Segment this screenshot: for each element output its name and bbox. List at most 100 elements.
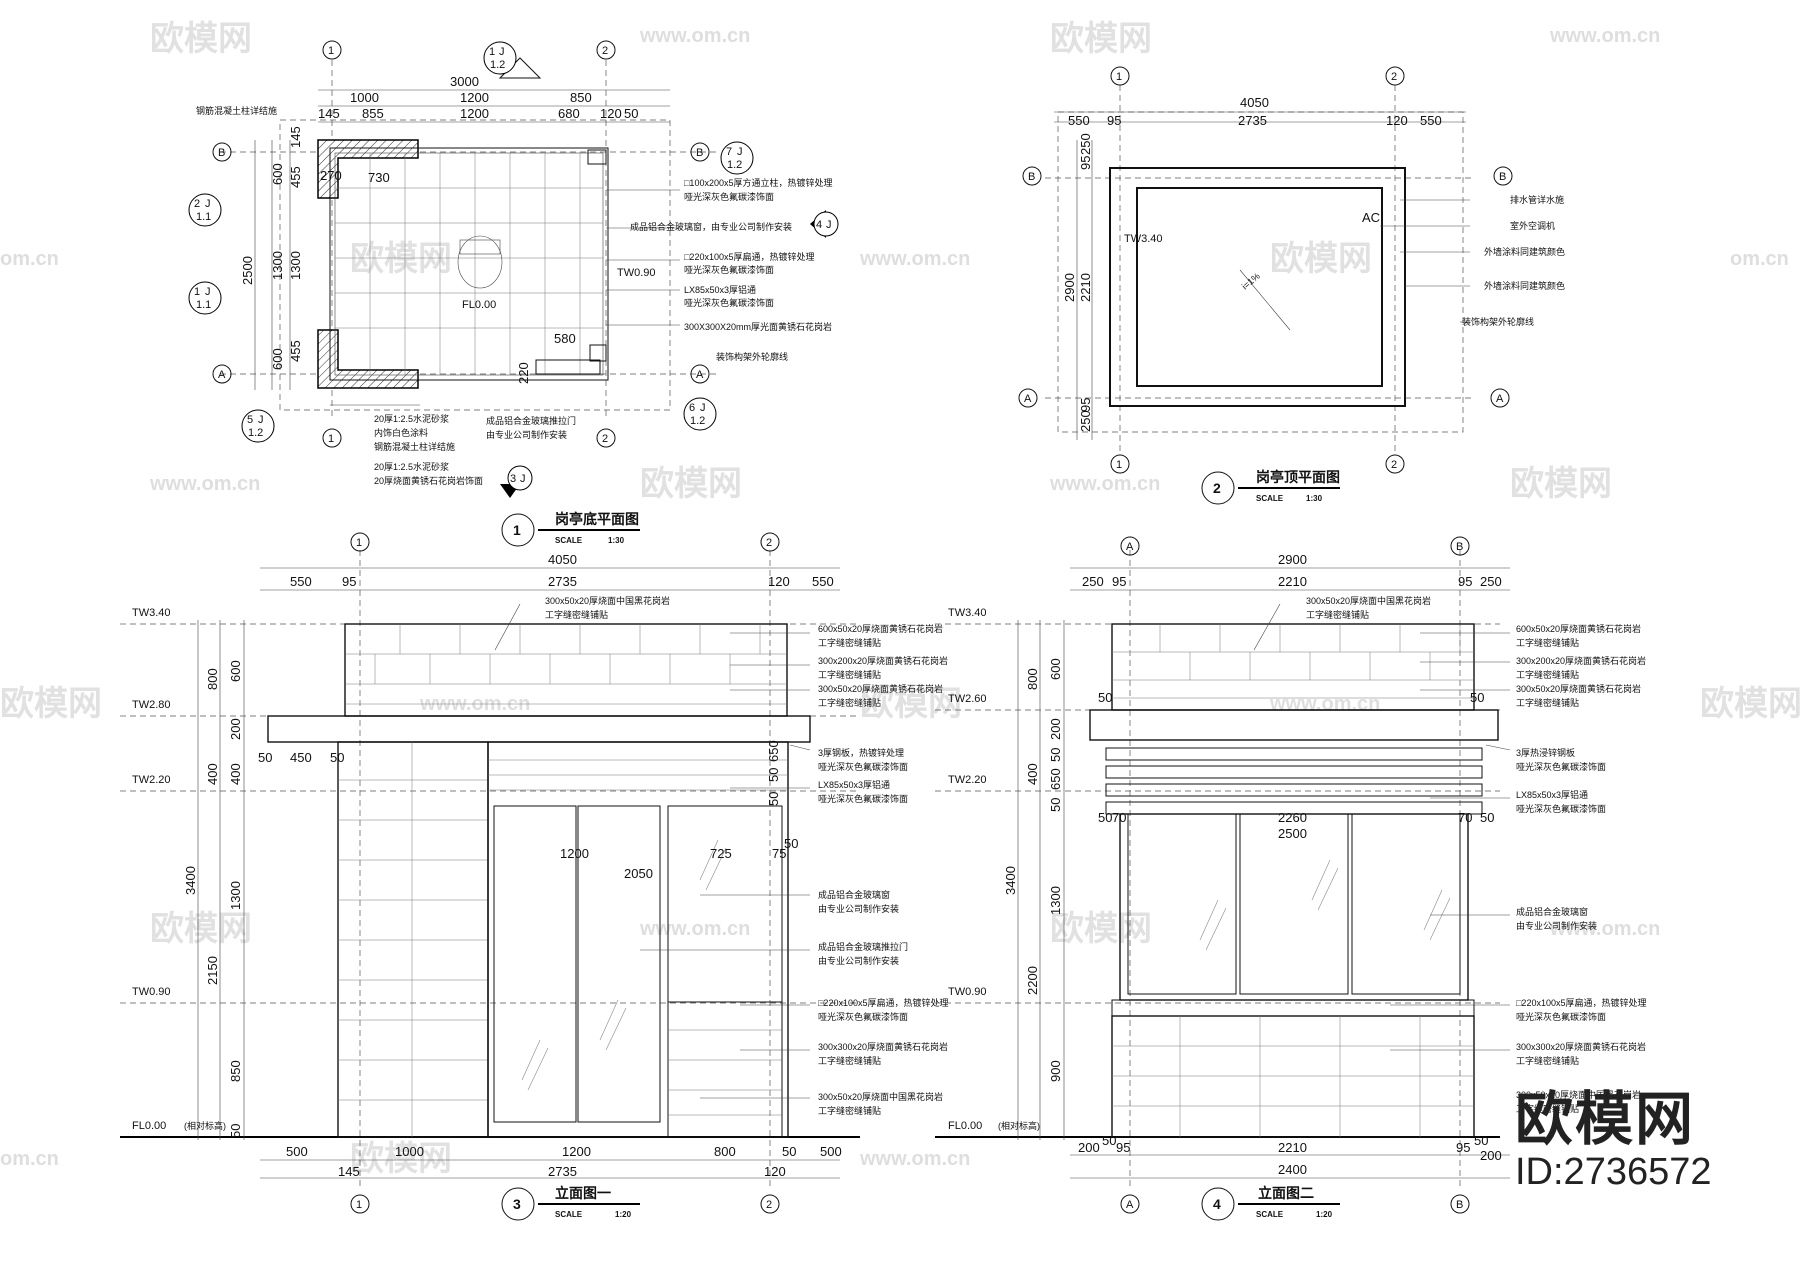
grid-label: B <box>218 147 225 159</box>
grid-label: 2 <box>602 45 608 57</box>
annotation: LX85x50x3厚铝通 <box>1516 789 1588 800</box>
dim: 650 <box>1048 768 1063 790</box>
dim: 800 <box>205 668 220 690</box>
dim: 50 <box>1102 1133 1116 1148</box>
scale-value: 1:20 <box>615 1210 632 1219</box>
wm-brand: 欧模网 <box>860 685 962 723</box>
dim: 2150 <box>205 956 220 985</box>
grid-label: A <box>218 369 226 381</box>
dim: 4050 <box>1240 95 1269 110</box>
dim: 50 <box>228 1124 243 1138</box>
annotation: 哑光深灰色氟碳漆饰面 <box>684 191 774 202</box>
wm-url: www.om.cn <box>639 918 750 940</box>
annotation: 工字缝密缝铺贴 <box>1516 697 1579 708</box>
annotation: 300x200x20厚烧面黄锈石花岗岩 <box>1516 655 1646 666</box>
dim: 850 <box>570 90 592 105</box>
annotation: □220x100x5厚扁通，热镀锌处理 <box>684 251 814 262</box>
grid-label: A <box>1496 393 1504 405</box>
level-markers: TW3.40 TW2.60 TW2.20 TW0.90 FL0.00 (相对标高… <box>948 607 1040 1132</box>
callout-number: 7 <box>726 146 732 158</box>
callout-ref: 1.2 <box>248 427 263 439</box>
dim: 2500 <box>240 256 255 285</box>
dim: 2210 <box>1078 273 1093 302</box>
dim: 550 <box>812 574 834 589</box>
wm-url: www.om.cn <box>1049 473 1160 495</box>
grid-label: B <box>1456 541 1463 553</box>
callout-sheet: J <box>737 146 743 158</box>
dim: 2900 <box>1062 273 1077 302</box>
floor-level: TW0.90 <box>617 267 656 279</box>
grid-label: 1 <box>356 537 362 549</box>
dim: 1200 <box>460 90 489 105</box>
dim: 580 <box>554 331 576 346</box>
annotation: 哑光深灰色氟碳漆饰面 <box>684 264 774 275</box>
wm-brand: 欧模网 <box>150 20 252 58</box>
dim: 250 <box>1078 133 1093 155</box>
dim: 2260 <box>1278 810 1307 825</box>
annotation: 钢筋混凝土柱详结施 <box>374 441 455 452</box>
wm-domain: om.cn <box>0 1148 59 1170</box>
dim: 120 <box>600 106 622 121</box>
annotation: 300X300X20mm厚光面黄锈石花岗岩 <box>684 321 832 332</box>
dim: 400 <box>205 763 220 785</box>
dim: 250 <box>1078 410 1093 432</box>
dim: 50 <box>766 792 781 806</box>
callout-sheet: J <box>520 473 526 485</box>
wm-brand: 欧模网 <box>150 910 252 948</box>
dim: 1200 <box>460 106 489 121</box>
grid-label: A <box>1126 1199 1134 1211</box>
callout-sheet: J <box>499 46 505 58</box>
corner-watermark: 欧模网 ID:2736572 <box>1515 1090 1712 1194</box>
annotation: 300x50x20厚烧面中国黑花岗岩 <box>1306 595 1431 606</box>
drawing-number: 1 <box>513 522 521 538</box>
annotation: 20厚1:2.5水泥砂浆 <box>374 461 449 472</box>
annotation: 300x50x20厚烧面中国黑花岗岩 <box>818 1091 943 1102</box>
dim: 1300 <box>1048 886 1063 915</box>
grid-label: 1 <box>328 433 334 445</box>
dim: 120 <box>1386 113 1408 128</box>
grid-label: A <box>1024 393 1032 405</box>
annotation: 装饰构架外轮廓线 <box>716 351 788 362</box>
dim: 50 <box>1474 1133 1488 1148</box>
dim: 400 <box>1025 763 1040 785</box>
dim: 730 <box>368 170 390 185</box>
dim: 550 <box>1068 113 1090 128</box>
callout-ref: 1.2 <box>727 159 742 171</box>
dim: 1000 <box>350 90 379 105</box>
dim: 800 <box>714 1144 736 1159</box>
callout-sheet: J <box>205 286 211 298</box>
wm-url: www.om.cn <box>639 25 750 47</box>
annotation: 工字缝密缝铺贴 <box>1516 669 1579 680</box>
level-label: TW3.40 <box>948 607 987 619</box>
dim: 95 <box>1456 1140 1470 1155</box>
callout-sheet: J <box>258 414 264 426</box>
scale-label: SCALE <box>1256 494 1284 503</box>
callout-number: 1 <box>194 286 200 298</box>
annotation: 300x300x20厚烧面黄锈石花岗岩 <box>818 1041 948 1052</box>
dim: 145 <box>288 126 303 148</box>
dim: 50 <box>1098 810 1112 825</box>
annotation: 工字缝密缝铺贴 <box>818 1105 881 1116</box>
section-callouts: 1 J 1.2 7 J 1.2 2 J 1.1 1 J 1.1 4 J 5 J … <box>188 41 839 498</box>
annotation: 哑光深灰色氟碳漆饰面 <box>684 297 774 308</box>
callout-number: 1 <box>489 46 495 58</box>
wm-url: www.om.cn <box>859 248 970 270</box>
annotation: 3厚钢板，热镀锌处理 <box>818 747 904 758</box>
annotation: 成品铝合金玻璃窗，由专业公司制作安装 <box>630 221 792 232</box>
wm-brand: 欧模网 <box>1700 685 1800 723</box>
dim: 3400 <box>183 866 198 895</box>
grid-label: 2 <box>766 537 772 549</box>
annotation: 工字缝密缝铺贴 <box>1516 1103 1579 1114</box>
callout-ref: 1.2 <box>690 415 705 427</box>
dim: 200 <box>1078 1140 1100 1155</box>
dim: 500 <box>286 1144 308 1159</box>
wm-domain: om.cn <box>0 248 59 270</box>
annotation: LX85x50x3厚铝通 <box>684 284 756 295</box>
wm-domain: om.cn <box>1730 248 1789 270</box>
wm-brand: 欧模网 <box>1510 465 1612 503</box>
grid-label: 1 <box>328 45 334 57</box>
annotation: 装饰构架外轮廓线 <box>1462 316 1534 327</box>
dim: 50 <box>1098 690 1112 705</box>
annotation: 工字缝密缝铺贴 <box>818 637 881 648</box>
annotation: 钢筋混凝土柱详结施 <box>196 105 277 116</box>
